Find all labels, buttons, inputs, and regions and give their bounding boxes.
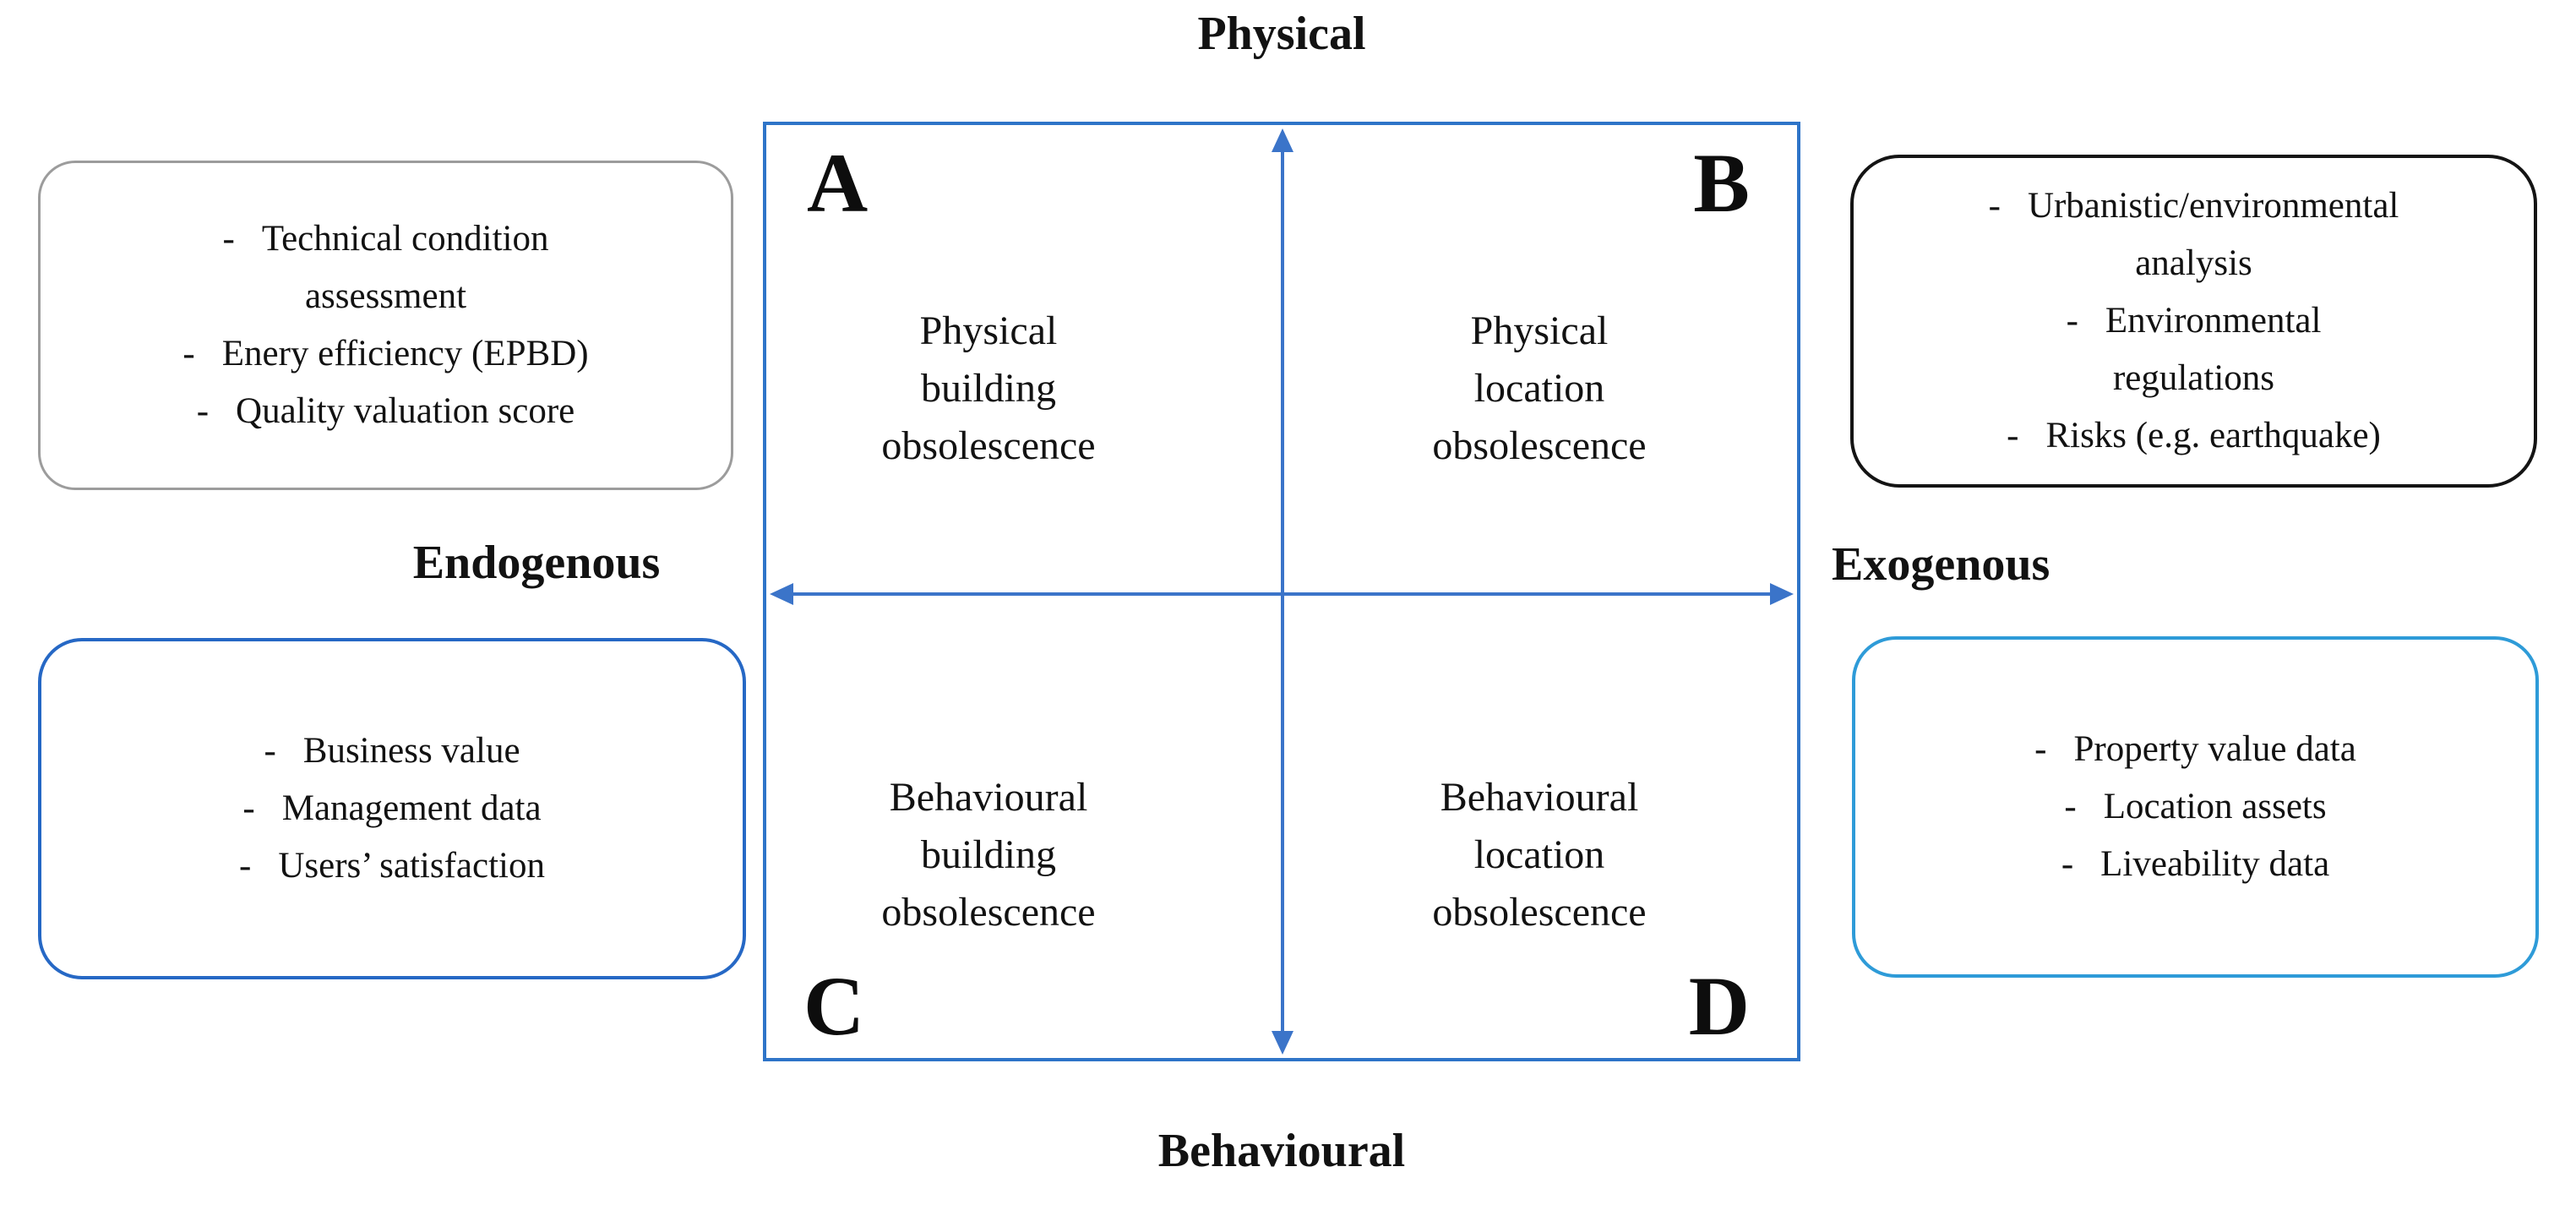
quadrant-letter-a: A	[807, 136, 869, 230]
list-item: -Urbanistic/environmental analysis	[1989, 177, 2399, 292]
list-item: -Liveability data	[2061, 836, 2329, 893]
quadrant-letter-d: D	[1688, 959, 1750, 1053]
bullet-dash: -	[182, 334, 195, 373]
bullet-dash: -	[264, 731, 276, 772]
list-item: -Enery efficiency (EPBD)	[182, 325, 588, 383]
bullet-dash: -	[2064, 787, 2077, 827]
bullet-dash: -	[242, 788, 255, 829]
list-item: -Environmental regulations	[2067, 292, 2322, 407]
quadrant-b-line: location	[1473, 365, 1605, 411]
bullet-dash: -	[2066, 301, 2078, 341]
axis-label-physical: Physical	[1197, 8, 1366, 60]
list-item: -Business value	[264, 722, 520, 780]
bullet-dash: -	[2061, 843, 2074, 884]
quadrant-a-physical-building: Physical building obsolescence	[766, 125, 1282, 592]
bullet-dash: -	[2007, 415, 2019, 455]
axis-label-exogenous: Exogenous	[1832, 538, 2050, 591]
quadrant-c-line: obsolescence	[881, 890, 1096, 935]
axis-cross-arrows-icon	[770, 128, 1794, 1055]
quadrant-letter-b: B	[1693, 136, 1750, 230]
bullet-dash: -	[222, 219, 235, 259]
quadrant-c-line: building	[920, 832, 1056, 877]
axis-label-endogenous: Endogenous	[412, 537, 661, 589]
quadrant-a-line: building	[920, 365, 1056, 411]
list-item: -Users’ satisfaction	[239, 837, 545, 895]
quadrant-matrix-frame: A B C D Physical building obsolescence P…	[763, 122, 1800, 1061]
axis-label-behavioural: Behavioural	[1157, 1125, 1406, 1177]
list-item: -Location assets	[2064, 778, 2326, 836]
quadrant-b-line: obsolescence	[1432, 423, 1647, 469]
bullet-dash: -	[1988, 186, 2001, 226]
list-item: -Property value data	[2034, 721, 2356, 778]
endogenous-behavioural-data-box: -Business value -Management data -Users’…	[38, 638, 746, 979]
quadrant-c-behavioural-building: Behavioural building obsolescence	[766, 592, 1282, 1058]
bullet-dash: -	[239, 845, 252, 886]
list-item: -Quality valuation score	[197, 383, 575, 440]
quadrant-d-line: location	[1473, 832, 1605, 877]
list-item: -Risks (e.g. earthquake)	[2007, 407, 2381, 465]
quadrant-a-line: Physical	[919, 308, 1058, 353]
list-item: -Technical condition assessment	[222, 210, 548, 325]
quadrant-b-physical-location: Physical location obsolescence	[1282, 125, 1797, 592]
quadrant-a-line: obsolescence	[881, 423, 1096, 469]
quadrant-d-behavioural-location: Behavioural location obsolescence	[1282, 592, 1797, 1058]
quadrant-letter-c: C	[803, 959, 865, 1053]
quadrant-d-line: obsolescence	[1432, 890, 1647, 935]
exogenous-behavioural-data-box: -Property value data -Location assets -L…	[1852, 636, 2539, 978]
quadrant-b-line: Physical	[1470, 308, 1609, 353]
quadrant-c-line: Behavioural	[889, 774, 1088, 820]
endogenous-physical-data-box: -Technical condition assessment -Enery e…	[38, 161, 733, 490]
bullet-dash: -	[2034, 729, 2047, 770]
list-item: -Management data	[242, 780, 541, 837]
exogenous-physical-data-box: -Urbanistic/environmental analysis -Envi…	[1850, 155, 2537, 488]
bullet-dash: -	[196, 390, 210, 431]
quadrant-d-line: Behavioural	[1440, 774, 1639, 820]
